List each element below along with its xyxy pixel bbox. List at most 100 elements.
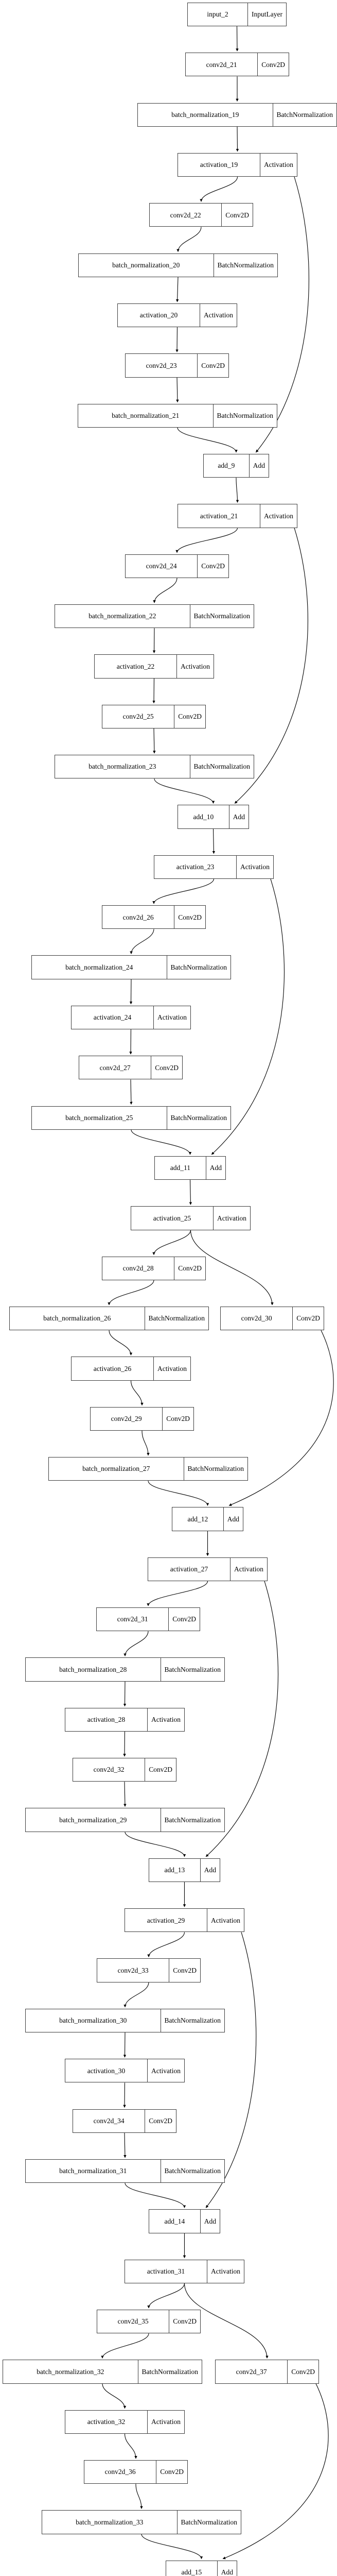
node-layer-type: BatchNormalization xyxy=(141,2367,198,2376)
graph-edge xyxy=(175,528,238,553)
node-name: activation_22 xyxy=(95,655,177,678)
graph-edge xyxy=(123,1982,149,2008)
graph-edge xyxy=(152,628,156,653)
node-layer-type: BatchNormalization xyxy=(148,1314,205,1323)
node-name: batch_normalization_22 xyxy=(55,605,190,628)
node-layer-type: Activation xyxy=(151,2066,181,2075)
node-name: add_14 xyxy=(149,2210,201,2233)
node-name: activation_32 xyxy=(65,2410,148,2433)
node-layer-type: BatchNormalization xyxy=(164,2167,221,2175)
node-name: batch_normalization_19 xyxy=(138,103,273,126)
node-layer-type: BatchNormalization xyxy=(187,1465,244,1473)
graph-edge xyxy=(141,1430,150,1456)
graph-edge xyxy=(175,327,179,352)
node-name: batch_normalization_30 xyxy=(26,2009,161,2032)
node-name: activation_26 xyxy=(72,1357,154,1380)
node-name: conv2d_21 xyxy=(186,53,258,76)
node-name: batch_normalization_23 xyxy=(55,755,190,778)
node-layer-type: Activation xyxy=(151,1716,181,1724)
node-layer-type: Activation xyxy=(151,2418,181,2426)
graph-edge xyxy=(236,478,239,503)
node-name: activation_24 xyxy=(72,1006,154,1029)
node-name: conv2d_36 xyxy=(84,2461,157,2484)
node-layer-type: BatchNormalization xyxy=(164,1816,221,1824)
node-layer-type: Add xyxy=(204,1866,216,1874)
node-layer-type: Conv2D xyxy=(160,2468,184,2476)
node-layer-type: Add xyxy=(209,1164,222,1172)
node-layer-type: Conv2D xyxy=(149,2116,172,2125)
graph-edge xyxy=(147,1932,185,1958)
node-name: activation_23 xyxy=(154,855,237,879)
node-name: conv2d_29 xyxy=(91,1407,163,1430)
graph-edge xyxy=(102,2383,127,2409)
node-layer-type: Activation xyxy=(234,1565,263,1573)
node-name: activation_21 xyxy=(178,504,260,528)
node-layer-type: Conv2D xyxy=(155,1063,179,1072)
node-layer-type: Activation xyxy=(240,863,270,871)
graph-edge xyxy=(177,427,238,453)
node-name: conv2d_25 xyxy=(102,705,175,728)
node-layer-type: Conv2D xyxy=(296,1314,320,1323)
node-name: input_2 xyxy=(188,3,249,26)
node-name: batch_normalization_28 xyxy=(26,1658,161,1681)
graph-edge xyxy=(176,377,179,403)
graph-edge xyxy=(152,878,215,904)
node-name: activation_31 xyxy=(125,2260,207,2283)
node-name: add_13 xyxy=(149,1858,201,1882)
